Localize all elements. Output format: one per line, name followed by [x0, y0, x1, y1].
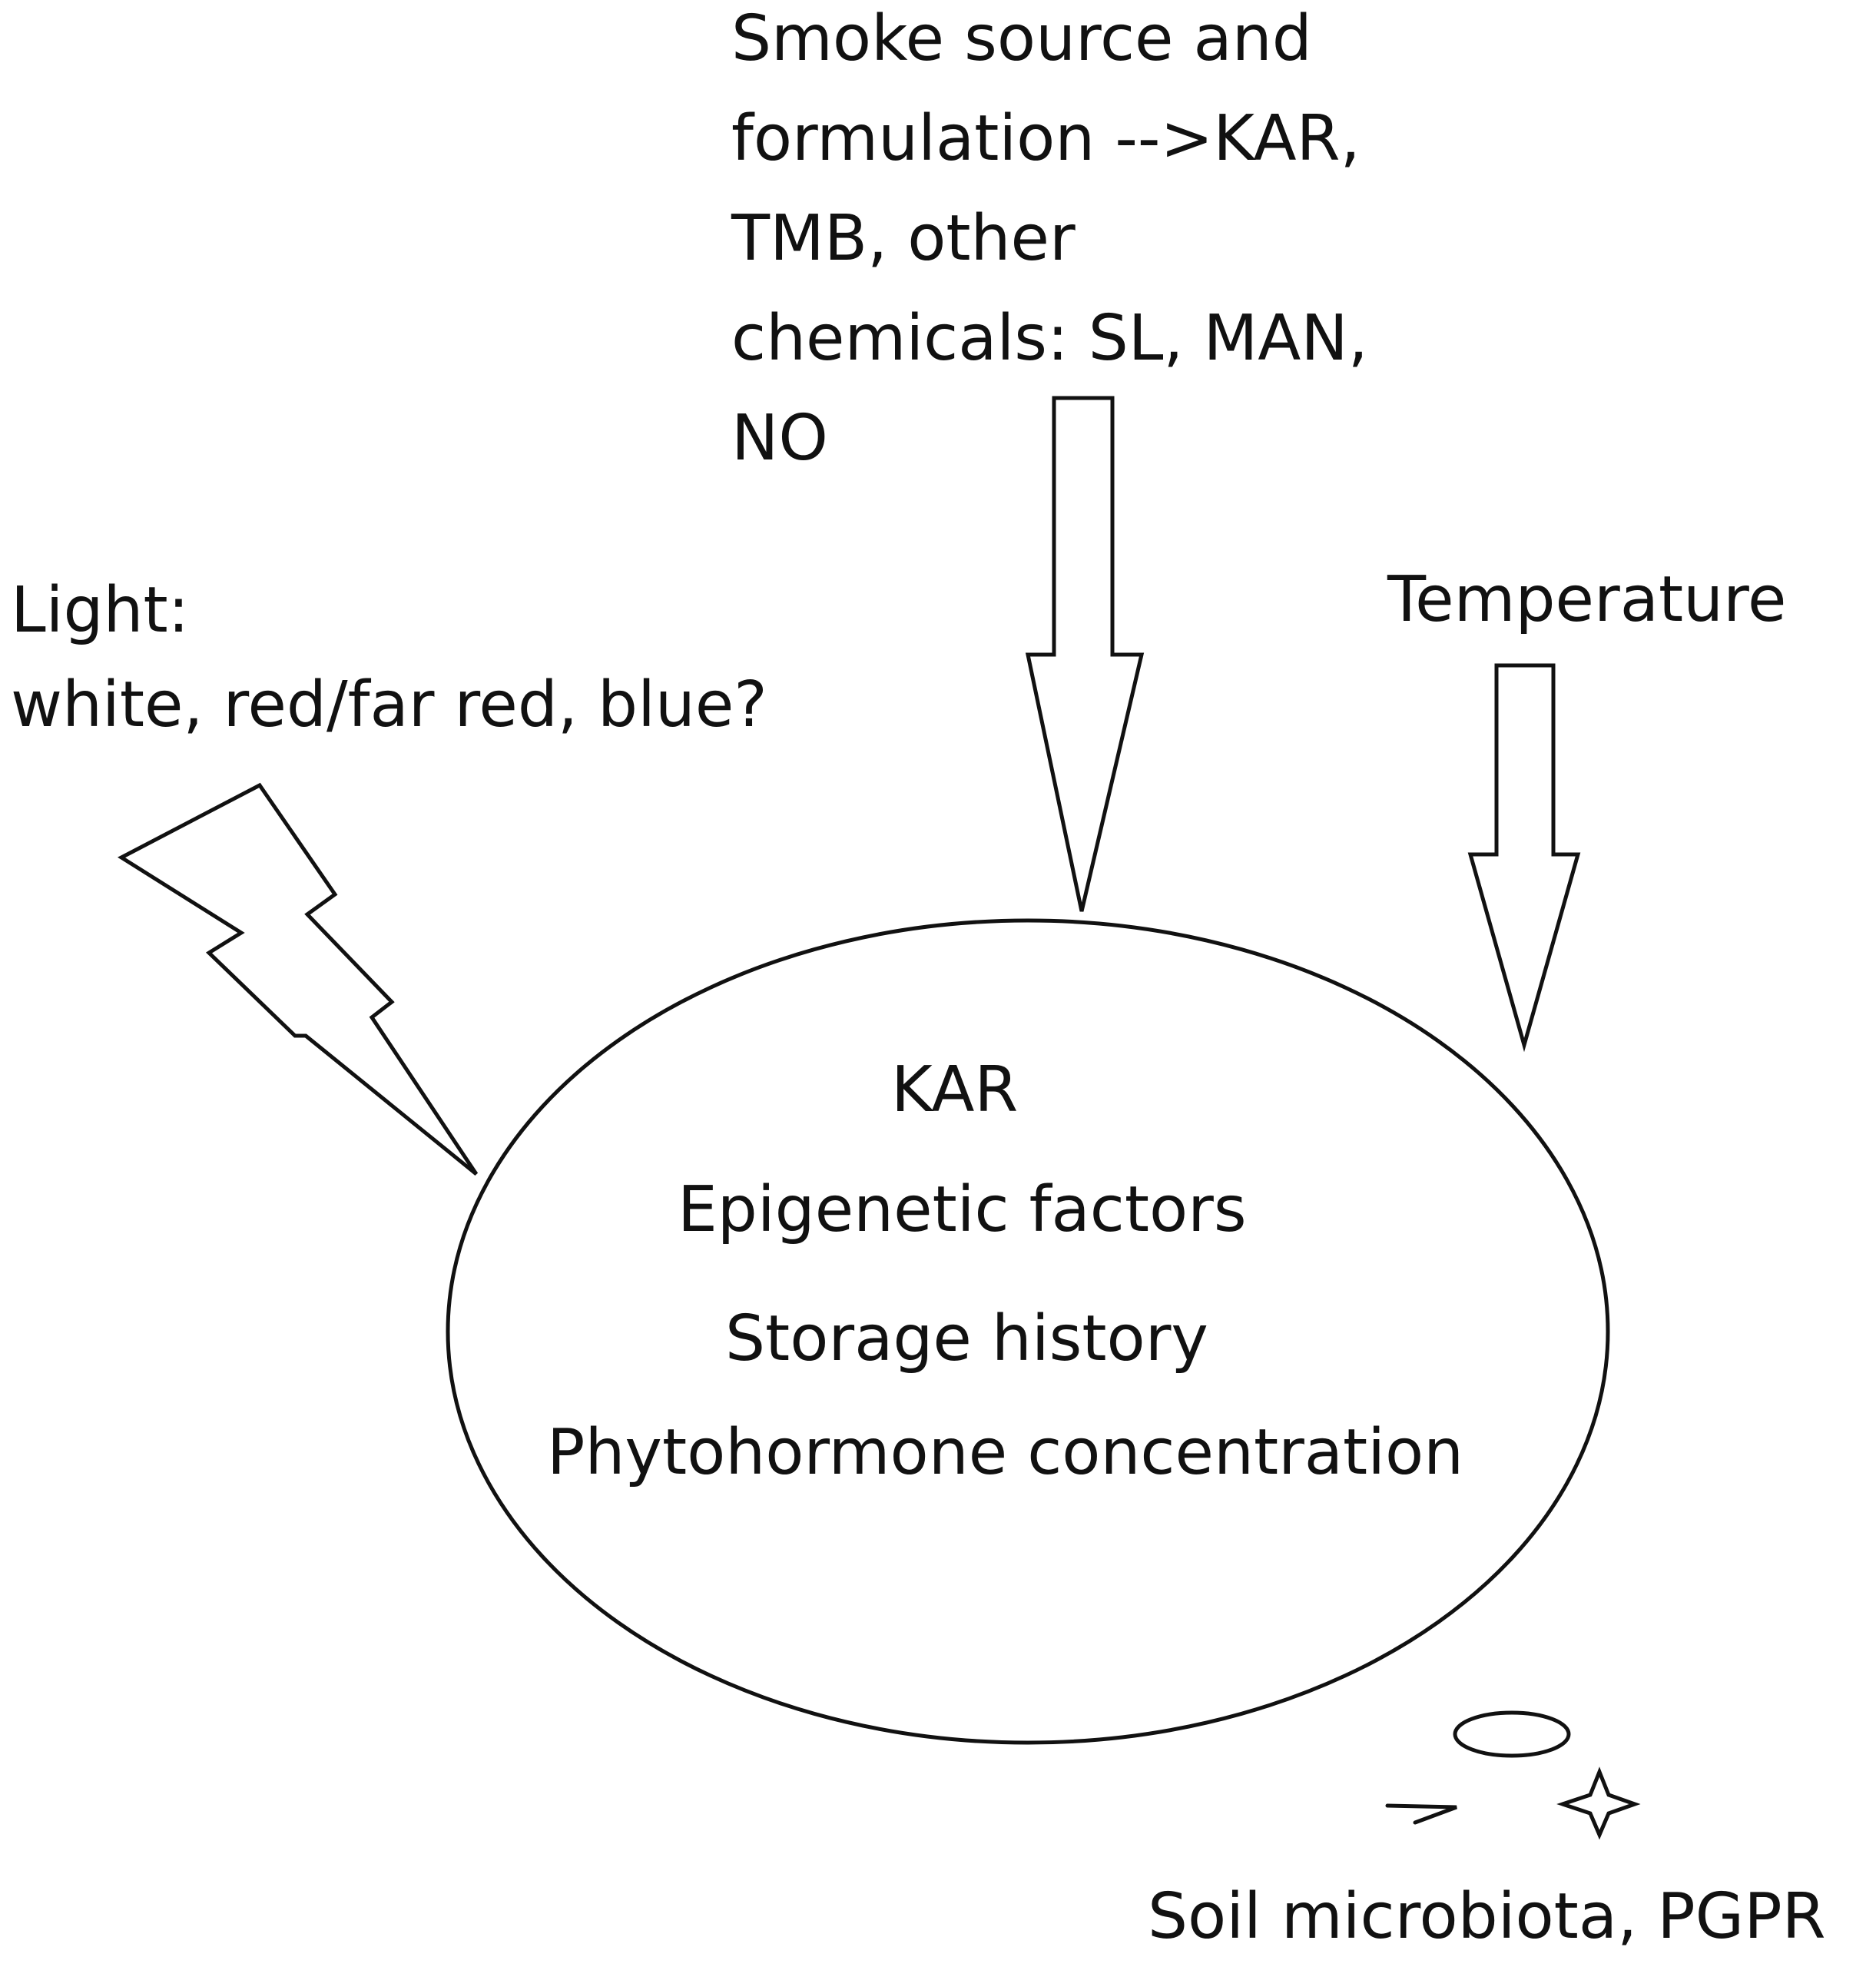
microbe-oval-icon	[1453, 1710, 1571, 1758]
temperature-arrow	[1467, 663, 1581, 1053]
smoke-label-line: NO	[731, 402, 828, 475]
smoke-label-line: formulation -->KAR,	[731, 102, 1361, 175]
seed-factor-phytohormone: Phytohormone concentration	[547, 1416, 1464, 1489]
seed-ellipse	[446, 918, 1610, 1745]
smoke-label-line: Smoke source and	[731, 2, 1312, 75]
smoke-arrow	[1025, 396, 1145, 912]
light-label: Light: white, red/far red, blue?	[11, 579, 767, 768]
smoke-label-line: TMB, other	[731, 202, 1076, 275]
microbe-star-icon	[1556, 1766, 1641, 1840]
lightning-bolt-icon	[117, 782, 479, 1176]
smoke-label-line: chemicals: SL, MAN,	[731, 302, 1368, 375]
temperature-label: Temperature	[1387, 563, 1787, 636]
seed-factor-storage: Storage history	[725, 1302, 1208, 1375]
smoke-label: Smoke source and formulation -->KAR, TMB…	[731, 8, 1368, 507]
light-label-line: Light:	[11, 574, 190, 647]
microbe-squiggle-icon	[1385, 1803, 1457, 1825]
light-label-line: white, red/far red, blue?	[11, 668, 767, 741]
seed-factor-kar: KAR	[891, 1053, 1019, 1126]
soil-microbiota-label: Soil microbiota, PGPR	[1148, 1880, 1826, 1953]
seed-factor-epigenetic: Epigenetic factors	[678, 1173, 1247, 1246]
